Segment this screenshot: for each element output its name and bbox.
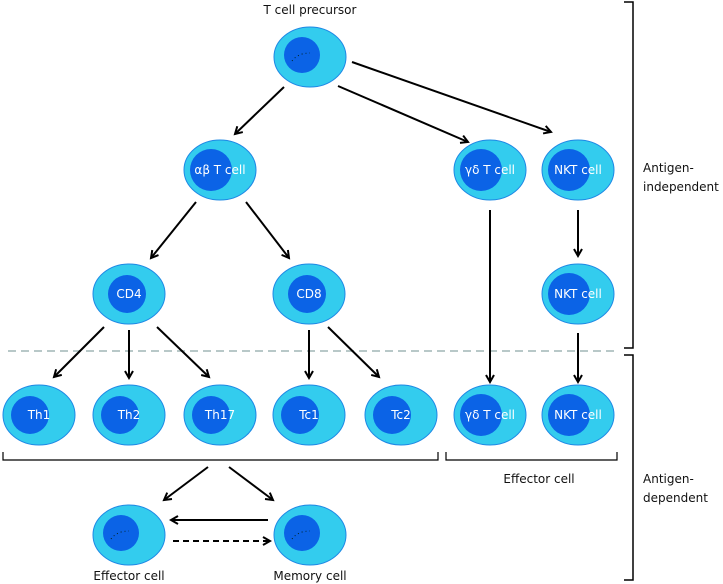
precursor-caption: T cell precursor (263, 3, 357, 17)
cell-nucleus (373, 396, 411, 434)
cell-gd2: γδ T cell (453, 384, 527, 446)
bracket-antigen-independent (624, 1, 634, 349)
arrow-precursor-to-nkt (351, 61, 551, 132)
cell-nucleus (108, 275, 146, 313)
cell-nucleus (284, 515, 320, 551)
cell-effector (92, 504, 166, 566)
cell-nucleus (281, 396, 319, 434)
cell-nucleus (190, 149, 232, 191)
effector-caption: Effector cell (93, 569, 164, 583)
cell-precursor (273, 26, 347, 88)
arrow-ab-to-cd4 (151, 201, 197, 258)
cell-label: NKT cell (554, 408, 602, 422)
cell-th17: Th17 (183, 384, 257, 446)
cell-cd4: CD4 (92, 263, 166, 325)
arrow-to-memory (228, 466, 273, 500)
cell-label: Th1 (27, 408, 51, 422)
cell-nucleus (460, 149, 502, 191)
cell-label: Tc2 (390, 408, 411, 422)
cell-cd8: CD8 (272, 263, 346, 325)
cell-label: γδ T cell (465, 408, 515, 422)
cell-label: CD4 (116, 287, 141, 301)
cell-nucleus (288, 275, 326, 313)
cell-nucleus (548, 394, 590, 436)
cell-label: γδ T cell (465, 163, 515, 177)
cell-label: Tc1 (298, 408, 319, 422)
cell-nkt2: NKT cell (541, 263, 615, 325)
cell-nucleus (460, 394, 502, 436)
cell-label: αβ T cell (194, 163, 245, 177)
antigen-independent-label: Antigen- (643, 161, 694, 175)
cell-tc1: Tc1 (272, 384, 346, 446)
arrow-ab-to-cd8 (245, 201, 289, 258)
arrow-cd4-to-th1 (54, 326, 105, 377)
cell-nucleus (101, 396, 139, 434)
cell-nucleus (103, 515, 139, 551)
cell-nucleus (284, 37, 320, 73)
memory-caption: Memory cell (273, 569, 346, 583)
cell-label: NKT cell (554, 287, 602, 301)
cell-gd1: γδ T cell (453, 139, 527, 201)
cell-nucleus (548, 273, 590, 315)
arrow-to-effector (164, 466, 209, 500)
arrow-precursor-to-gd (337, 85, 468, 142)
arrow-cd4-to-th17 (156, 326, 209, 377)
cell-label: Th17 (204, 408, 235, 422)
effector-group-label: Effector cell (503, 472, 574, 486)
cell-ab: αβ T cell (183, 139, 257, 201)
antigen-dependent-label: Antigen- (643, 472, 694, 486)
bracket-effector (445, 452, 618, 461)
cell-label: Th2 (117, 408, 141, 422)
cell-nkt3: NKT cell (541, 384, 615, 446)
bracket-subsets (2, 452, 439, 461)
cell-tc2: Tc2 (364, 384, 438, 446)
bracket-antigen-dependent (624, 354, 634, 581)
cell-label: CD8 (296, 287, 321, 301)
cell-label: NKT cell (554, 163, 602, 177)
cell-nkt1: NKT cell (541, 139, 615, 201)
arrow-cd8-to-tc2 (327, 326, 379, 377)
cell-nucleus (192, 396, 230, 434)
cell-memory (273, 504, 347, 566)
cell-nucleus (548, 149, 590, 191)
cell-th1: Th1 (2, 384, 76, 446)
antigen-independent-label-2: independent (643, 180, 719, 194)
antigen-dependent-label-2: dependent (643, 491, 708, 505)
arrow-precursor-to-ab (235, 86, 285, 134)
cell-nucleus (11, 396, 49, 434)
cell-th2: Th2 (92, 384, 166, 446)
